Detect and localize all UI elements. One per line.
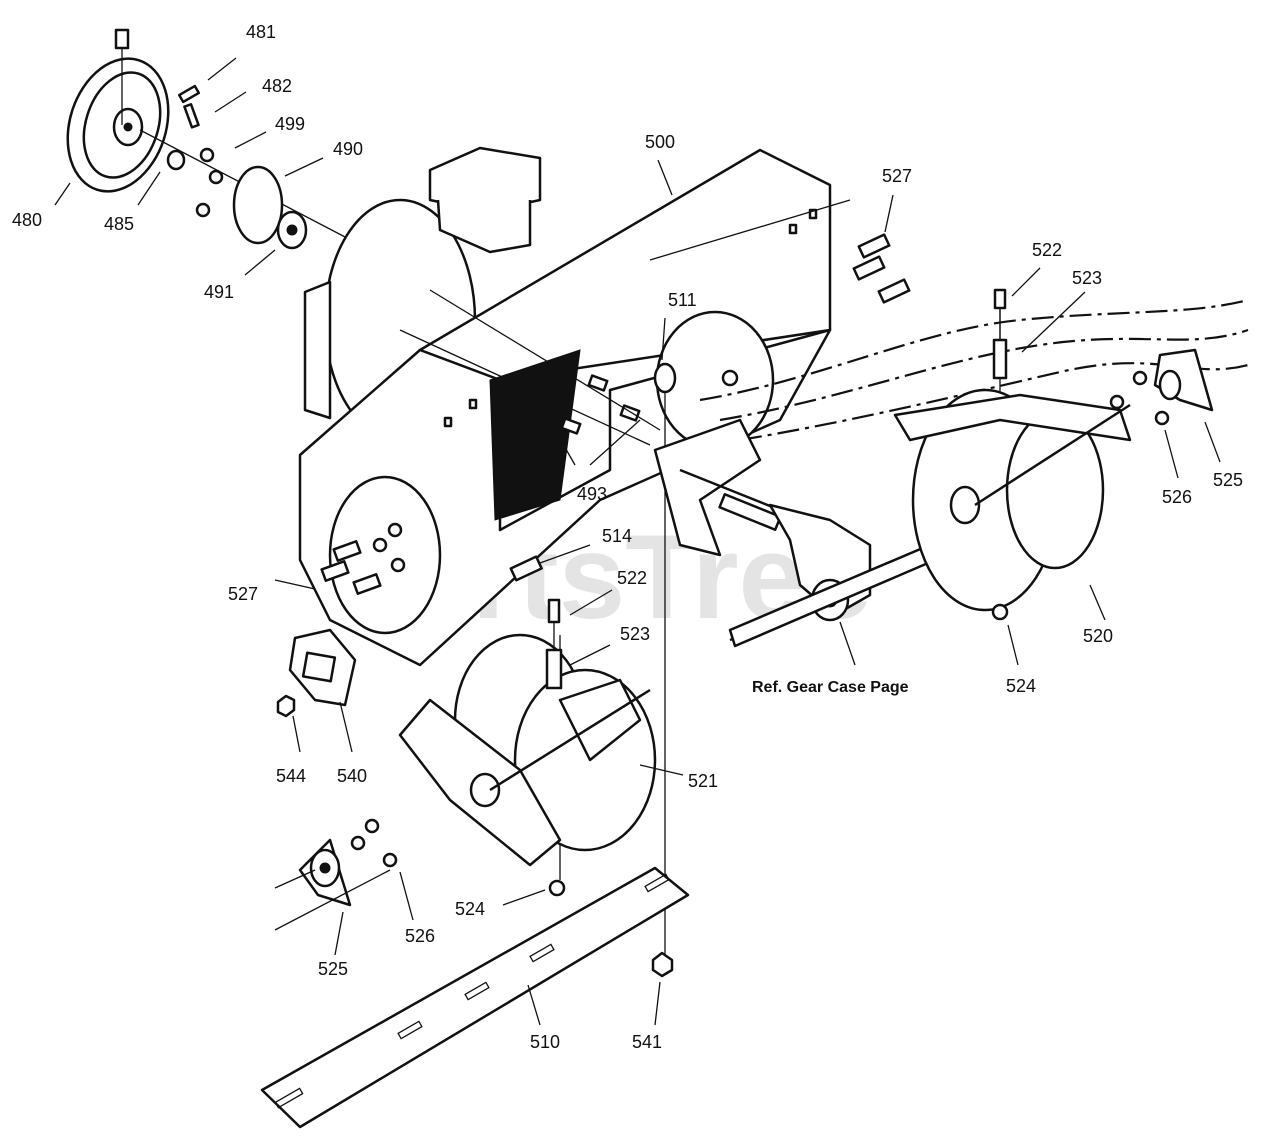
- label-490: 490: [333, 139, 363, 159]
- label-510: 510: [530, 1032, 560, 1052]
- label-527-left: 527: [228, 584, 258, 604]
- label-514: 514: [602, 526, 632, 546]
- right-auger[interactable]: [893, 288, 1132, 621]
- pulley-assembly[interactable]: [51, 28, 371, 251]
- label-522-right: 522: [1032, 240, 1062, 260]
- label-544: 544: [276, 766, 306, 786]
- label-523-right: 523: [1072, 268, 1102, 288]
- label-481: 481: [246, 22, 276, 42]
- label-526-left: 526: [405, 926, 435, 946]
- label-527-top: 527: [882, 166, 912, 186]
- left-auger[interactable]: [398, 598, 657, 897]
- leader-lines: [54, 57, 1221, 1026]
- left-bearing-flange[interactable]: [274, 818, 398, 931]
- label-523-left: 523: [620, 624, 650, 644]
- label-525-left: 525: [318, 959, 348, 979]
- auger-housing[interactable]: [298, 146, 832, 667]
- label-499: 499: [275, 114, 305, 134]
- label-493: 493: [577, 484, 607, 504]
- label-526-right: 526: [1162, 487, 1192, 507]
- scraper-bar[interactable]: [260, 866, 690, 1129]
- right-bearing-flange[interactable]: [1109, 348, 1214, 426]
- label-525-right: 525: [1213, 470, 1243, 490]
- gear-case-reference: Ref. Gear Case Page: [752, 679, 909, 696]
- label-485: 485: [104, 214, 134, 234]
- label-520: 520: [1083, 626, 1113, 646]
- gear-case[interactable]: [653, 418, 972, 648]
- label-480: 480: [12, 210, 42, 230]
- housing-bolts[interactable]: [320, 233, 911, 595]
- label-524-right: 524: [1006, 676, 1036, 696]
- label-482: 482: [262, 76, 292, 96]
- skid-shoe[interactable]: [276, 628, 357, 718]
- label-500: 500: [645, 132, 675, 152]
- label-511: 511: [668, 290, 697, 310]
- part-number-labels: 481 482 499 490 480 485 491 500 527 522 …: [12, 22, 1243, 1052]
- label-540: 540: [337, 766, 367, 786]
- label-491: 491: [204, 282, 234, 302]
- label-541: 541: [632, 1032, 662, 1052]
- label-524-left: 524: [455, 899, 485, 919]
- label-522-left: 522: [617, 568, 647, 588]
- label-521: 521: [688, 771, 718, 791]
